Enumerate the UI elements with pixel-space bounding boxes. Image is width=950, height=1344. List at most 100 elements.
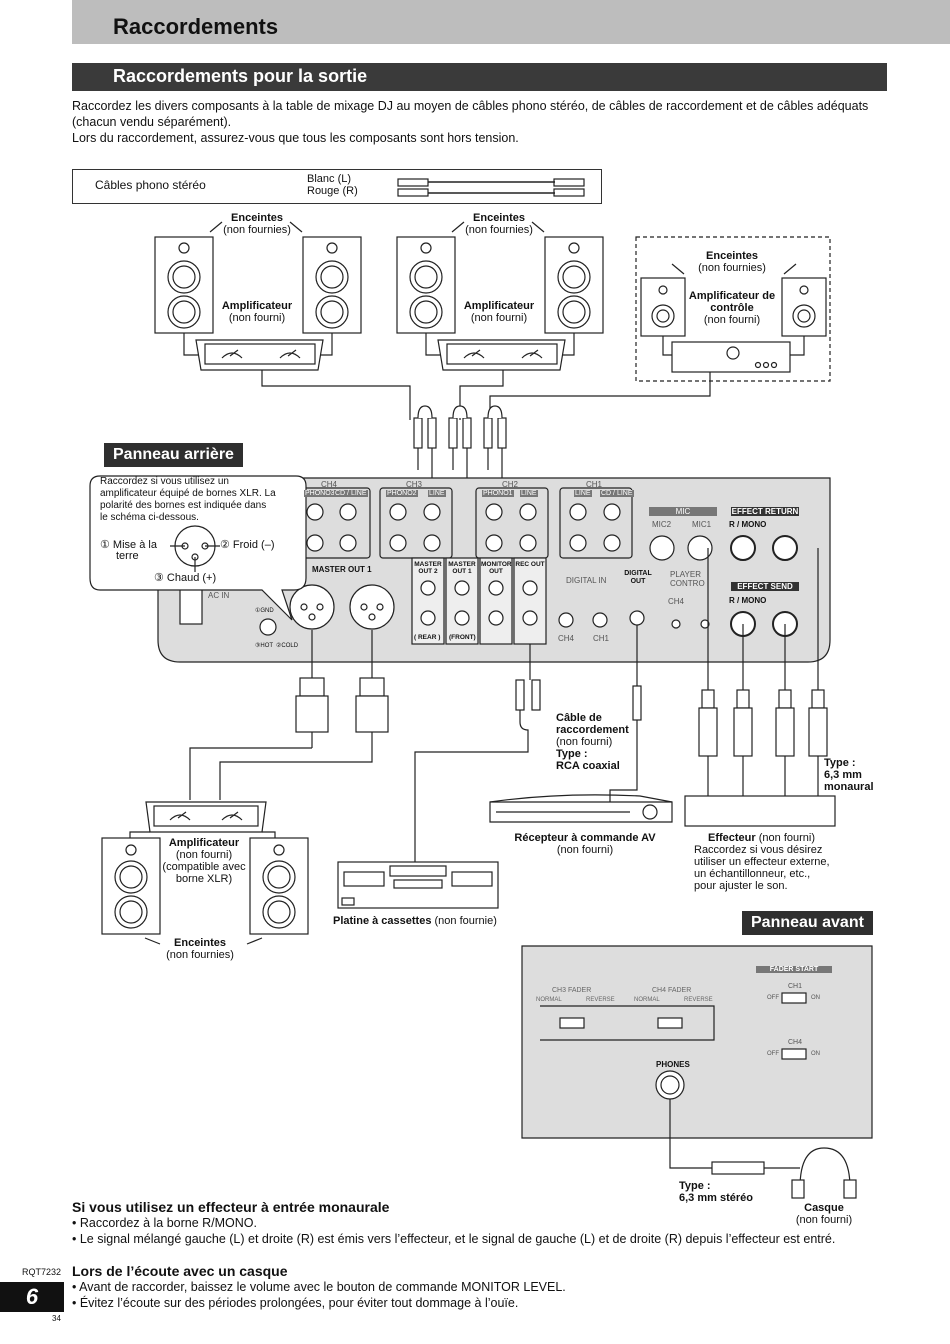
cable-red-label: Rouge (R)	[307, 185, 358, 197]
master-out1-label: MASTER OUT 1	[312, 565, 372, 574]
xlr-pin3-label: ③ Chaud (+)	[154, 572, 217, 584]
xlr-amp-label: Amplificateur (non fourni) (compatible a…	[158, 837, 250, 885]
ch4-reverse-label: REVERSE	[684, 997, 713, 1003]
phono-cable-icon	[397, 178, 585, 197]
coax-line-5: RCA coaxial	[556, 760, 620, 772]
xlr-note-line-2: amplificateur équipé de bornes XLR. La	[100, 488, 276, 499]
mono-section: Si vous utilisez un effecteur à entrée m…	[72, 1199, 932, 1247]
cable-legend-box	[72, 169, 602, 204]
headphone-type-line-1: Type :	[679, 1180, 711, 1192]
amplifier-2	[425, 333, 575, 420]
intro-paragraph-2: Lors du raccordement, assurez-vous que t…	[72, 131, 519, 145]
footer-code: RQT7232	[22, 1267, 62, 1277]
monitor-amp-title-1: Amplificateur de	[688, 290, 776, 302]
ch4-label: CH4	[321, 480, 338, 489]
headphone-sub: (non fourni)	[795, 1214, 853, 1226]
monitor-out-label: MONITOR OUT	[481, 561, 512, 575]
gnd-label: ①GND	[255, 608, 274, 614]
header-bar	[72, 0, 950, 44]
digital-in-ch1: CH1	[593, 634, 610, 643]
effector-line-3: un échantillonneur, etc.,	[694, 868, 811, 880]
front-label: (FRONT)	[449, 634, 476, 641]
cassette-cable	[414, 644, 541, 862]
effector-line-2: utiliser un effecteur externe,	[694, 856, 830, 868]
rear-panel-title: Panneau arrière	[104, 443, 243, 467]
speakers-2-sub: (non fournies)	[465, 224, 533, 236]
listen-section-bullet-1: • Avant de raccorder, baissez le volume …	[72, 1280, 566, 1294]
ch3-label: CH3	[406, 480, 423, 489]
coax-line-3: (non fourni)	[556, 736, 613, 748]
xlr-amp-line-3: borne XLR)	[175, 873, 233, 885]
ch1-label: CH1	[586, 480, 603, 489]
cable-white-label: Blanc (L)	[307, 173, 352, 185]
cdline-label-ch4: CD / LINE	[334, 490, 368, 497]
fader-start-label: FADER START	[756, 966, 832, 973]
master-out1b-label: MASTER OUT 1	[448, 561, 476, 575]
listen-section-title: Lors de l’écoute avec un casque	[72, 1263, 288, 1279]
xlr-note-balloon	[89, 475, 307, 621]
cdline-label-ch1: CD / LINE	[600, 490, 634, 497]
cold-label: ②COLD	[276, 643, 299, 649]
cassette-deck	[337, 861, 499, 909]
xlr-note-line-1: Raccordez si vous utilisez un	[100, 476, 229, 487]
effector-unit	[684, 795, 836, 827]
cassette-title: Platine à cassettes	[333, 915, 432, 927]
listen-section-bullet-2: • Évitez l’écoute sur des périodes prolo…	[72, 1296, 519, 1310]
receiver-sub: (non fourni)	[556, 844, 614, 856]
amp-2-sub: (non fourni)	[470, 312, 528, 324]
mic2-label: MIC2	[652, 520, 672, 529]
footer-sub: 34	[52, 1314, 61, 1323]
ch4-off-label: OFF	[767, 1051, 779, 1057]
intro-text: Raccordez les divers composants à la tab…	[72, 98, 892, 146]
cassette-label: Platine à cassettes (non fournie)	[333, 915, 497, 927]
effect-return-rmono: R / MONO	[729, 520, 767, 529]
mono-type-line-1: Type :	[824, 757, 856, 769]
player-control-ch4: CH4	[668, 597, 685, 606]
headphone-cable	[669, 1099, 857, 1199]
coax-line-2: raccordement	[556, 724, 629, 736]
monitor-amp-title-2: contrôle	[710, 302, 754, 314]
digital-in-label: DIGITAL IN	[566, 576, 607, 585]
master-out2-label: MASTER OUT 2	[414, 561, 442, 575]
effector-title: Effecteur	[708, 832, 756, 844]
phono1-label: PHONO1	[482, 490, 514, 497]
amp-1-sub: (non fourni)	[228, 312, 286, 324]
lower-speakers-label: Enceintes (non fournies)	[150, 937, 250, 961]
ch1-off-label: OFF	[767, 995, 779, 1001]
receiver-title: Récepteur à commande AV	[514, 832, 656, 844]
effector-label: Effecteur (non fourni) Raccordez si vous…	[694, 832, 844, 892]
front-panel-body	[521, 945, 873, 1139]
ch3-normal-label: NORMAL	[536, 997, 562, 1003]
ch3-fader-label: CH3 FADER	[552, 987, 592, 994]
speakers-3-title: Enceintes	[706, 250, 758, 262]
ch1-on-label: ON	[811, 995, 820, 1001]
ch3-reverse-label: REVERSE	[586, 997, 615, 1003]
speaker-pair-1	[154, 221, 362, 334]
effect-return-label: EFFECT RETURN	[731, 507, 799, 516]
ch4-normal-label: NORMAL	[634, 997, 660, 1003]
mono-section-title: Si vous utilisez un effecteur à entrée m…	[72, 1199, 390, 1215]
lower-speakers-sub: (non fournies)	[166, 949, 234, 961]
line-label-ch1: LINE	[574, 490, 592, 497]
xlr-amp-title: Amplificateur	[168, 837, 240, 849]
page-number: 6	[0, 1282, 64, 1312]
amp-2-title: Amplificateur	[463, 300, 535, 312]
digital-in-ch4: CH4	[558, 634, 575, 643]
rear-panel-body	[157, 477, 831, 663]
monitor-amp-sub: (non fourni)	[703, 314, 761, 326]
speakers-3-sub: (non fournies)	[698, 262, 766, 274]
speaker-pair-2	[396, 221, 604, 334]
lower-speakers-title: Enceintes	[174, 937, 226, 949]
xlr-note-text: Raccordez si vous utilisez un amplificat…	[100, 476, 305, 524]
section-bar	[72, 63, 887, 91]
receiver-label: Récepteur à commande AV (non fourni)	[500, 832, 670, 856]
hot-label: ③HOT	[255, 643, 274, 649]
xlr-note-line-4: le schéma ci-dessous.	[100, 512, 199, 523]
line-label-ch2: LINE	[520, 490, 538, 497]
coax-cable	[609, 625, 642, 802]
xlr-amp-line-1: (non fourni)	[175, 849, 233, 861]
effector-line-1: Raccordez si vous désirez	[694, 844, 823, 856]
mono-type-line-2: 6,3 mm	[824, 769, 862, 781]
line-label-ch3: LINE	[428, 490, 446, 497]
xlr-amplifier	[129, 801, 276, 838]
